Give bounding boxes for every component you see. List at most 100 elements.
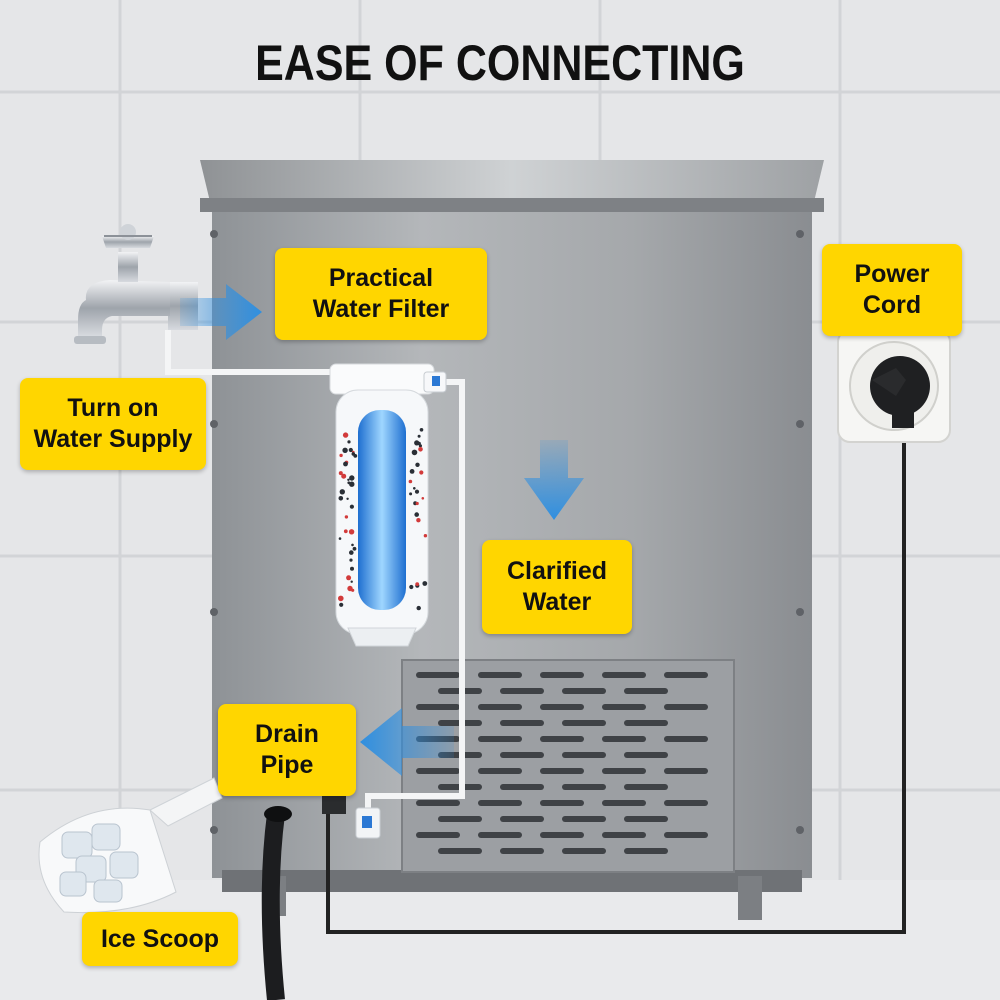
filter-particle bbox=[416, 518, 421, 523]
filter-particle bbox=[414, 489, 420, 494]
vent-slot bbox=[602, 832, 646, 838]
filter-particle bbox=[415, 582, 420, 586]
filter-particle bbox=[347, 478, 350, 481]
power-cord-label-line-2: Cord bbox=[862, 291, 922, 319]
filter-particle bbox=[415, 462, 420, 467]
water-filter-label: Practical Water Filter bbox=[275, 248, 487, 340]
vent-slot bbox=[478, 768, 522, 774]
drain-pipe-label: Drain Pipe bbox=[218, 704, 356, 796]
vent-slot bbox=[602, 736, 646, 742]
vent-slot bbox=[624, 784, 668, 790]
vent-slot bbox=[438, 816, 482, 822]
vent-slot bbox=[500, 784, 544, 790]
filter-particle bbox=[339, 602, 344, 607]
vent-slot bbox=[664, 768, 708, 774]
filter-particle bbox=[344, 515, 349, 519]
vent-slot bbox=[602, 768, 646, 774]
filter-particle bbox=[352, 546, 357, 551]
vent-slot bbox=[562, 784, 606, 790]
filter-particle bbox=[411, 449, 418, 456]
vent-slot bbox=[416, 672, 460, 678]
filter-particle bbox=[409, 584, 414, 590]
filter-particle bbox=[418, 447, 423, 452]
vent-slot bbox=[664, 832, 708, 838]
filter-particle bbox=[348, 529, 355, 535]
filter-particle bbox=[348, 447, 353, 453]
vent-slot bbox=[540, 736, 584, 742]
vent-slot bbox=[500, 848, 544, 854]
clarified-water-label: Clarified Water bbox=[482, 540, 632, 634]
flow-arrow-icon bbox=[360, 708, 454, 776]
vent-slot bbox=[416, 832, 460, 838]
filter-particle bbox=[338, 496, 344, 501]
filter-particle bbox=[343, 529, 348, 534]
filter-particle bbox=[349, 504, 354, 509]
filter-particle bbox=[349, 550, 354, 555]
water-supply-pipe bbox=[165, 330, 465, 820]
filter-particle bbox=[419, 428, 424, 432]
vent-slot bbox=[500, 688, 544, 694]
filter-particle bbox=[416, 605, 421, 611]
filter-particle bbox=[413, 487, 416, 490]
power-socket-icon bbox=[837, 329, 951, 443]
filter-particle bbox=[347, 585, 353, 592]
filter-particle bbox=[350, 580, 353, 583]
vent-slot bbox=[664, 672, 708, 678]
vent-slot bbox=[664, 800, 708, 806]
water-filter-icon bbox=[329, 363, 447, 647]
filter-particle bbox=[349, 475, 355, 481]
vent-slot bbox=[478, 736, 522, 742]
filter-particle bbox=[343, 461, 348, 467]
vent-slot bbox=[540, 704, 584, 710]
water-supply-label-line-2: Water Supply bbox=[33, 425, 193, 453]
filter-particle bbox=[342, 447, 348, 453]
filter-particle bbox=[417, 441, 421, 446]
filter-particle bbox=[415, 501, 419, 506]
power-cord bbox=[326, 420, 906, 934]
drain-fittings bbox=[261, 796, 381, 1000]
vent-slot bbox=[602, 800, 646, 806]
vent-slot bbox=[602, 704, 646, 710]
filter-particle bbox=[423, 534, 428, 538]
filter-particle bbox=[422, 581, 428, 586]
filter-particle bbox=[339, 453, 343, 458]
vent-slot bbox=[562, 688, 606, 694]
vent-slot bbox=[478, 672, 522, 678]
clarified-water-label-line-2: Water bbox=[522, 588, 592, 616]
filter-particle bbox=[409, 469, 415, 474]
vent-slot bbox=[416, 704, 460, 710]
power-cord-label: Power Cord bbox=[822, 244, 962, 336]
flow-arrow-icon bbox=[180, 284, 262, 340]
vent-slot bbox=[624, 752, 668, 758]
filter-particle bbox=[341, 473, 347, 479]
vent-slot bbox=[540, 832, 584, 838]
filter-particle bbox=[338, 471, 343, 476]
vent-slot bbox=[416, 800, 460, 806]
filter-particle bbox=[346, 575, 352, 581]
vent-slot bbox=[562, 720, 606, 726]
ice-scoop-label-text: Ice Scoop bbox=[100, 924, 220, 953]
vent-slot bbox=[624, 816, 668, 822]
vent-slot bbox=[500, 816, 544, 822]
filter-particle bbox=[347, 440, 351, 444]
vent-slot bbox=[602, 672, 646, 678]
filter-particle bbox=[338, 537, 342, 540]
filter-particle bbox=[414, 512, 420, 517]
power-cord-label-line-1: Power bbox=[854, 260, 930, 288]
page-title: EASE OF CONNECTING bbox=[255, 35, 745, 91]
filter-particle bbox=[339, 489, 345, 495]
filter-particle bbox=[409, 492, 413, 496]
water-supply-label: Turn on Water Supply bbox=[20, 378, 206, 470]
filter-particle bbox=[408, 479, 413, 484]
drain-pipe-label-line-2: Pipe bbox=[260, 751, 314, 779]
filter-particle bbox=[349, 558, 353, 562]
filter-particle bbox=[351, 452, 356, 456]
vent-slot bbox=[478, 800, 522, 806]
filter-particle bbox=[417, 434, 421, 438]
flow-arrow-icon bbox=[524, 440, 584, 520]
vent-slot bbox=[624, 688, 668, 694]
vent-slot bbox=[416, 768, 460, 774]
vent-slot bbox=[500, 720, 544, 726]
ice-scoop-icon bbox=[38, 777, 223, 914]
